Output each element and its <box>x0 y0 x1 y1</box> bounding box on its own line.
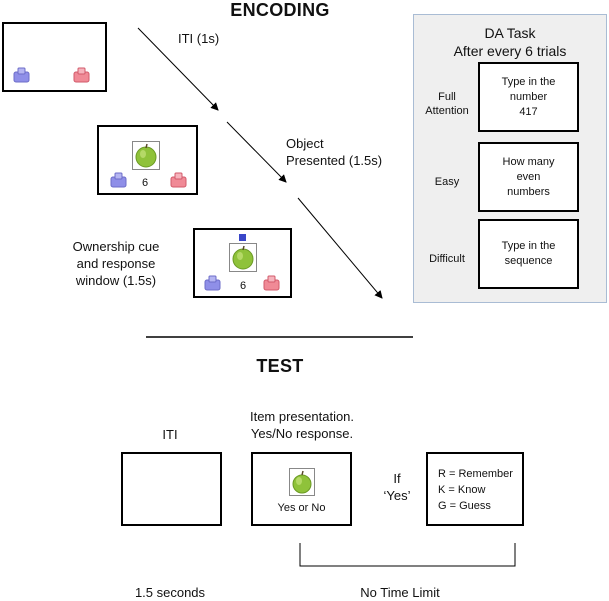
da-task-title: DA Task After every 6 trials <box>453 25 567 59</box>
yes-or-no-text: Yes or No <box>277 502 326 514</box>
iti-duration-label: ITI (1s) <box>178 31 220 46</box>
encoding-object-screen: 6 <box>97 125 198 195</box>
guess-option: G = Guess <box>438 500 491 512</box>
test-iti-screen <box>121 452 222 526</box>
apple-icon <box>232 245 254 270</box>
red-box-icon <box>170 172 187 188</box>
task-box-text: Type in the sequence <box>501 240 556 267</box>
blue-box-icon <box>13 67 30 83</box>
condition-label-full-attention: Full Attention <box>425 91 469 117</box>
encoding-arrow-1 <box>137 27 219 111</box>
task-box-full-attention: Type in the number 417 <box>478 62 579 132</box>
encoding-arrow-3 <box>297 197 383 299</box>
object-frame <box>132 141 160 170</box>
item-presentation-label: Item presentation. Yes/No response. <box>249 409 355 441</box>
object-frame <box>289 468 315 496</box>
condition-label-difficult: Difficult <box>429 253 465 265</box>
encoding-ownership-screen: 6 <box>193 228 292 298</box>
task-box-easy: How many even numbers <box>478 142 579 212</box>
red-box-icon <box>263 275 280 291</box>
object-presented-label: Object Presented (1.5s) <box>286 136 383 168</box>
test-rkg-screen: R = Remember K = Know G = Guess <box>426 452 524 526</box>
blue-box-icon <box>110 172 127 188</box>
apple-icon <box>135 143 157 168</box>
know-option: K = Know <box>438 484 486 496</box>
trial-number: 6 <box>239 280 247 292</box>
rkg-options: R = Remember K = Know G = Guess <box>438 466 513 514</box>
encoding-iti-screen <box>2 22 107 92</box>
condition-label-easy: Easy <box>434 176 460 188</box>
task-box-difficult: Type in the sequence <box>478 219 579 289</box>
no-time-limit-label: No Time Limit <box>360 585 440 600</box>
ownership-cue-square <box>239 234 246 241</box>
object-frame <box>229 243 257 272</box>
ownership-cue-label: Ownership cue and response window (1.5s) <box>72 239 160 288</box>
trial-number: 6 <box>141 177 149 189</box>
test-iti-label: ITI <box>162 427 178 442</box>
encoding-heading: ENCODING <box>230 0 330 20</box>
blue-box-icon <box>204 275 221 291</box>
encoding-arrow-2 <box>226 121 287 183</box>
apple-icon <box>292 470 312 494</box>
task-box-text: How many even numbers <box>502 155 555 198</box>
test-heading: TEST <box>256 356 304 376</box>
test-item-screen: Yes or No <box>251 452 352 526</box>
if-yes-label: If ‘Yes’ <box>383 471 411 503</box>
task-box-text: Type in the number 417 <box>501 75 556 118</box>
remember-option: R = Remember <box>438 468 513 480</box>
duration-label: 1.5 seconds <box>134 585 206 600</box>
no-time-limit-bracket <box>299 543 516 567</box>
red-box-icon <box>73 67 90 83</box>
